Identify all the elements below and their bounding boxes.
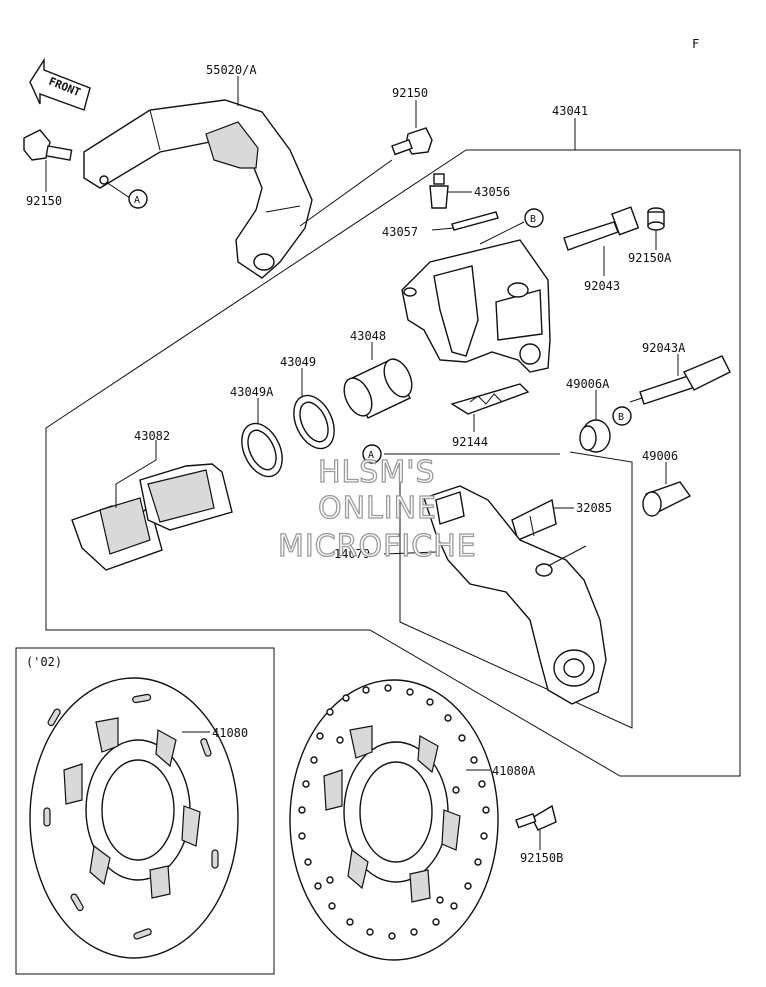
assembly-frame: [45, 149, 741, 777]
brake-pads-part: [71, 463, 233, 571]
label-92150-top: 92150: [392, 86, 428, 100]
front-arrow-icon: FRONT: [29, 57, 91, 111]
bleed-valve-part: [429, 173, 449, 209]
leader-bolt-guard: [299, 159, 393, 227]
caliper-body-part: [401, 239, 551, 373]
label-41080a: 41080A: [492, 764, 536, 778]
screw-92150b-part: [515, 804, 557, 831]
piston-43048-part: [343, 358, 413, 419]
variant-note: ('02): [26, 655, 62, 669]
label-32085: 32085: [576, 501, 612, 515]
label-43041: 43041: [552, 104, 588, 118]
label-92043a: 92043A: [642, 341, 686, 355]
leader-callout-b1: [479, 221, 525, 245]
callout-b-1: B: [524, 208, 544, 228]
label-92150-left: 92150: [26, 194, 62, 208]
label-92043: 92043: [584, 279, 620, 293]
corner-mark: F: [692, 37, 699, 51]
callout-b-2: B: [612, 406, 632, 426]
svg-text:A: A: [134, 195, 140, 206]
callout-a-2: A: [362, 444, 382, 464]
bushing-49006a-part: [579, 419, 611, 453]
label-43057: 43057: [382, 225, 418, 239]
svg-text:B: B: [530, 214, 536, 225]
label-43049a: 43049A: [230, 385, 274, 399]
leader-callout-a1: [105, 181, 131, 199]
svg-text:A: A: [368, 450, 374, 461]
label-55020a: 55020/A: [206, 63, 257, 77]
bolt-92150-left: [23, 129, 73, 161]
spring-92144-part: [450, 383, 530, 415]
leader-bracket-pin: [547, 545, 587, 567]
brake-disc-41080-part: [29, 677, 239, 959]
label-92150a: 92150A: [628, 251, 672, 265]
seal-43049a-part: [241, 422, 283, 478]
leader-43082: [115, 440, 157, 508]
leader-callout-b2: [629, 397, 643, 403]
plug-92150a-part: [647, 207, 665, 231]
variant-frame: [15, 647, 275, 975]
cap-43057: [451, 211, 499, 231]
callout-a-1: A: [128, 189, 148, 209]
seal-43049-part: [293, 394, 335, 450]
label-43082: 43082: [134, 429, 170, 443]
pad-spring-32085-part: [511, 498, 557, 541]
brake-guard-part: [83, 99, 313, 279]
pin-92043-part: [563, 206, 640, 251]
watermark-line-2: ONLINE: [318, 491, 437, 526]
bushing-49006-part: [642, 481, 692, 517]
bolt-92150-top: [391, 127, 433, 156]
label-41080: 41080: [212, 726, 248, 740]
svg-text:B: B: [618, 412, 624, 423]
leader-14079: [383, 551, 437, 555]
brake-disc-41080a-part: [289, 679, 499, 961]
label-43049: 43049: [280, 355, 316, 369]
bracket-frame: [399, 451, 633, 729]
label-92150b: 92150B: [520, 851, 563, 865]
label-92144: 92144: [452, 435, 488, 449]
label-49006a: 49006A: [566, 377, 610, 391]
label-43048: 43048: [350, 329, 386, 343]
watermark-line-3: MICROFICHE: [278, 529, 477, 564]
leader-43057: [431, 227, 455, 231]
disc-vent-holes: [298, 684, 490, 940]
caliper-bracket-part: [423, 485, 607, 705]
label-43056: 43056: [474, 185, 510, 199]
watermark-line-1: HLSM'S: [318, 455, 436, 490]
pin-92043a-part: [639, 355, 731, 405]
label-14079: 14079: [334, 547, 370, 561]
label-49006: 49006: [642, 449, 678, 463]
